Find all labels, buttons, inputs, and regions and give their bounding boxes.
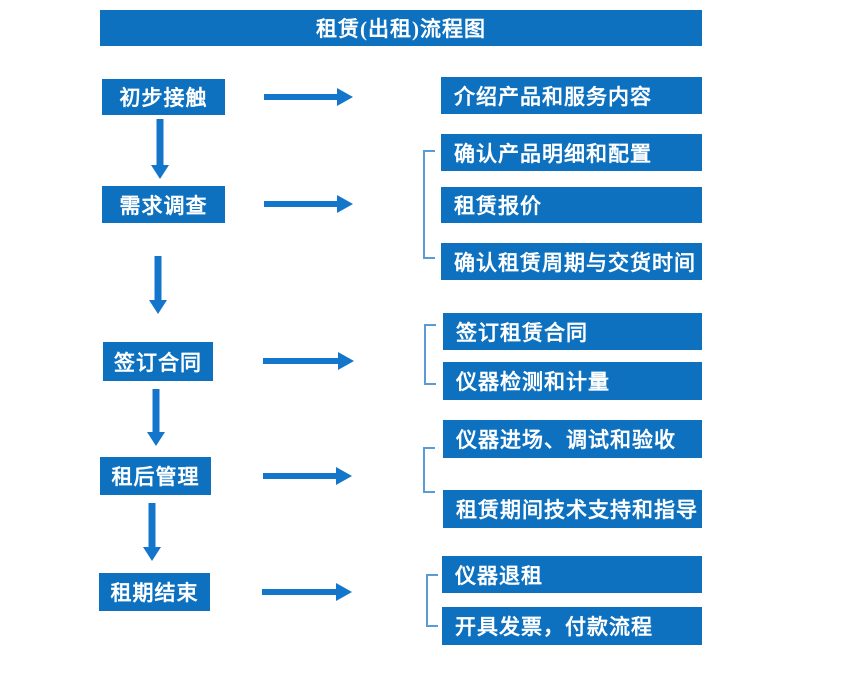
output-box-technical-support: 租赁期间技术支持和指导	[443, 490, 702, 528]
flow-right-arrow-2	[264, 195, 353, 213]
output-label: 签订租赁合同	[456, 320, 588, 345]
output-label: 租赁报价	[454, 194, 542, 218]
flow-right-arrow-3	[263, 352, 354, 370]
arrow-shaft	[263, 473, 337, 479]
group-bracket-rental-end	[426, 574, 438, 627]
stage-label: 签订合同	[114, 350, 202, 375]
output-box-instrument-return: 仪器退租	[442, 556, 702, 593]
flow-right-arrow-1	[264, 88, 353, 106]
stage-label: 需求调查	[119, 193, 208, 218]
arrow-shaft	[263, 358, 339, 364]
group-bracket-sign-contract	[424, 324, 436, 385]
stage-box-sign-contract: 签订合同	[103, 342, 213, 381]
output-box-rental-quote: 租赁报价	[441, 187, 702, 223]
output-box-introduce-products: 介绍产品和服务内容	[441, 77, 702, 114]
output-label: 确认租赁周期与交货时间	[454, 250, 696, 275]
arrow-shaft	[264, 201, 338, 207]
arrow-head-icon	[143, 547, 161, 561]
stage-box-post-rental-management: 租后管理	[100, 457, 211, 495]
output-label: 介绍产品和服务内容	[454, 84, 652, 109]
stage-box-demand-survey: 需求调查	[102, 186, 225, 223]
output-label: 仪器检测和计量	[456, 370, 610, 394]
arrow-head-icon	[149, 300, 167, 314]
output-box-sign-rental-contract: 签订租赁合同	[443, 313, 702, 350]
output-label: 仪器进场、调试和验收	[456, 428, 676, 452]
stage-box-rental-end: 租期结束	[99, 573, 210, 611]
arrow-head-icon	[336, 467, 352, 485]
flow-right-arrow-5	[262, 583, 352, 601]
flow-down-arrow-1	[151, 119, 169, 179]
arrow-shaft	[262, 589, 337, 595]
stage-label: 租后管理	[111, 465, 200, 489]
arrow-head-icon	[336, 583, 352, 601]
arrow-head-icon	[338, 352, 354, 370]
output-box-invoice-payment: 开具发票，付款流程	[442, 607, 702, 645]
arrow-shaft	[148, 503, 156, 548]
page-title: 租赁(出租)流程图	[316, 17, 486, 41]
output-label: 开具发票，付款流程	[455, 615, 653, 639]
output-box-instrument-setup: 仪器进场、调试和验收	[443, 420, 702, 458]
output-label: 确认产品明细和配置	[454, 141, 652, 166]
flow-down-arrow-3	[147, 389, 165, 446]
output-box-instrument-testing: 仪器检测和计量	[443, 362, 702, 400]
flow-right-arrow-4	[263, 467, 352, 485]
arrow-shaft	[152, 389, 160, 433]
arrow-shaft	[156, 119, 164, 166]
group-bracket-post-rental	[423, 447, 435, 493]
stage-label: 初步接触	[119, 86, 208, 110]
arrow-head-icon	[337, 88, 353, 106]
output-label: 仪器退租	[455, 563, 543, 588]
arrow-head-icon	[151, 165, 169, 179]
stage-label: 租期结束	[110, 581, 199, 605]
stage-box-initial-contact: 初步接触	[102, 79, 225, 115]
output-label: 租赁期间技术支持和指导	[456, 498, 698, 522]
arrow-head-icon	[147, 432, 165, 446]
output-box-confirm-product-details: 确认产品明细和配置	[441, 134, 702, 171]
arrow-shaft	[264, 94, 338, 100]
flow-down-arrow-2	[149, 256, 167, 314]
arrow-head-icon	[337, 195, 353, 213]
arrow-shaft	[154, 256, 162, 301]
output-box-confirm-rental-period: 确认租赁周期与交货时间	[441, 243, 702, 280]
group-bracket-demand-survey	[423, 150, 435, 259]
flow-down-arrow-4	[143, 503, 161, 561]
title-bar: 租赁(出租)流程图	[100, 10, 702, 46]
